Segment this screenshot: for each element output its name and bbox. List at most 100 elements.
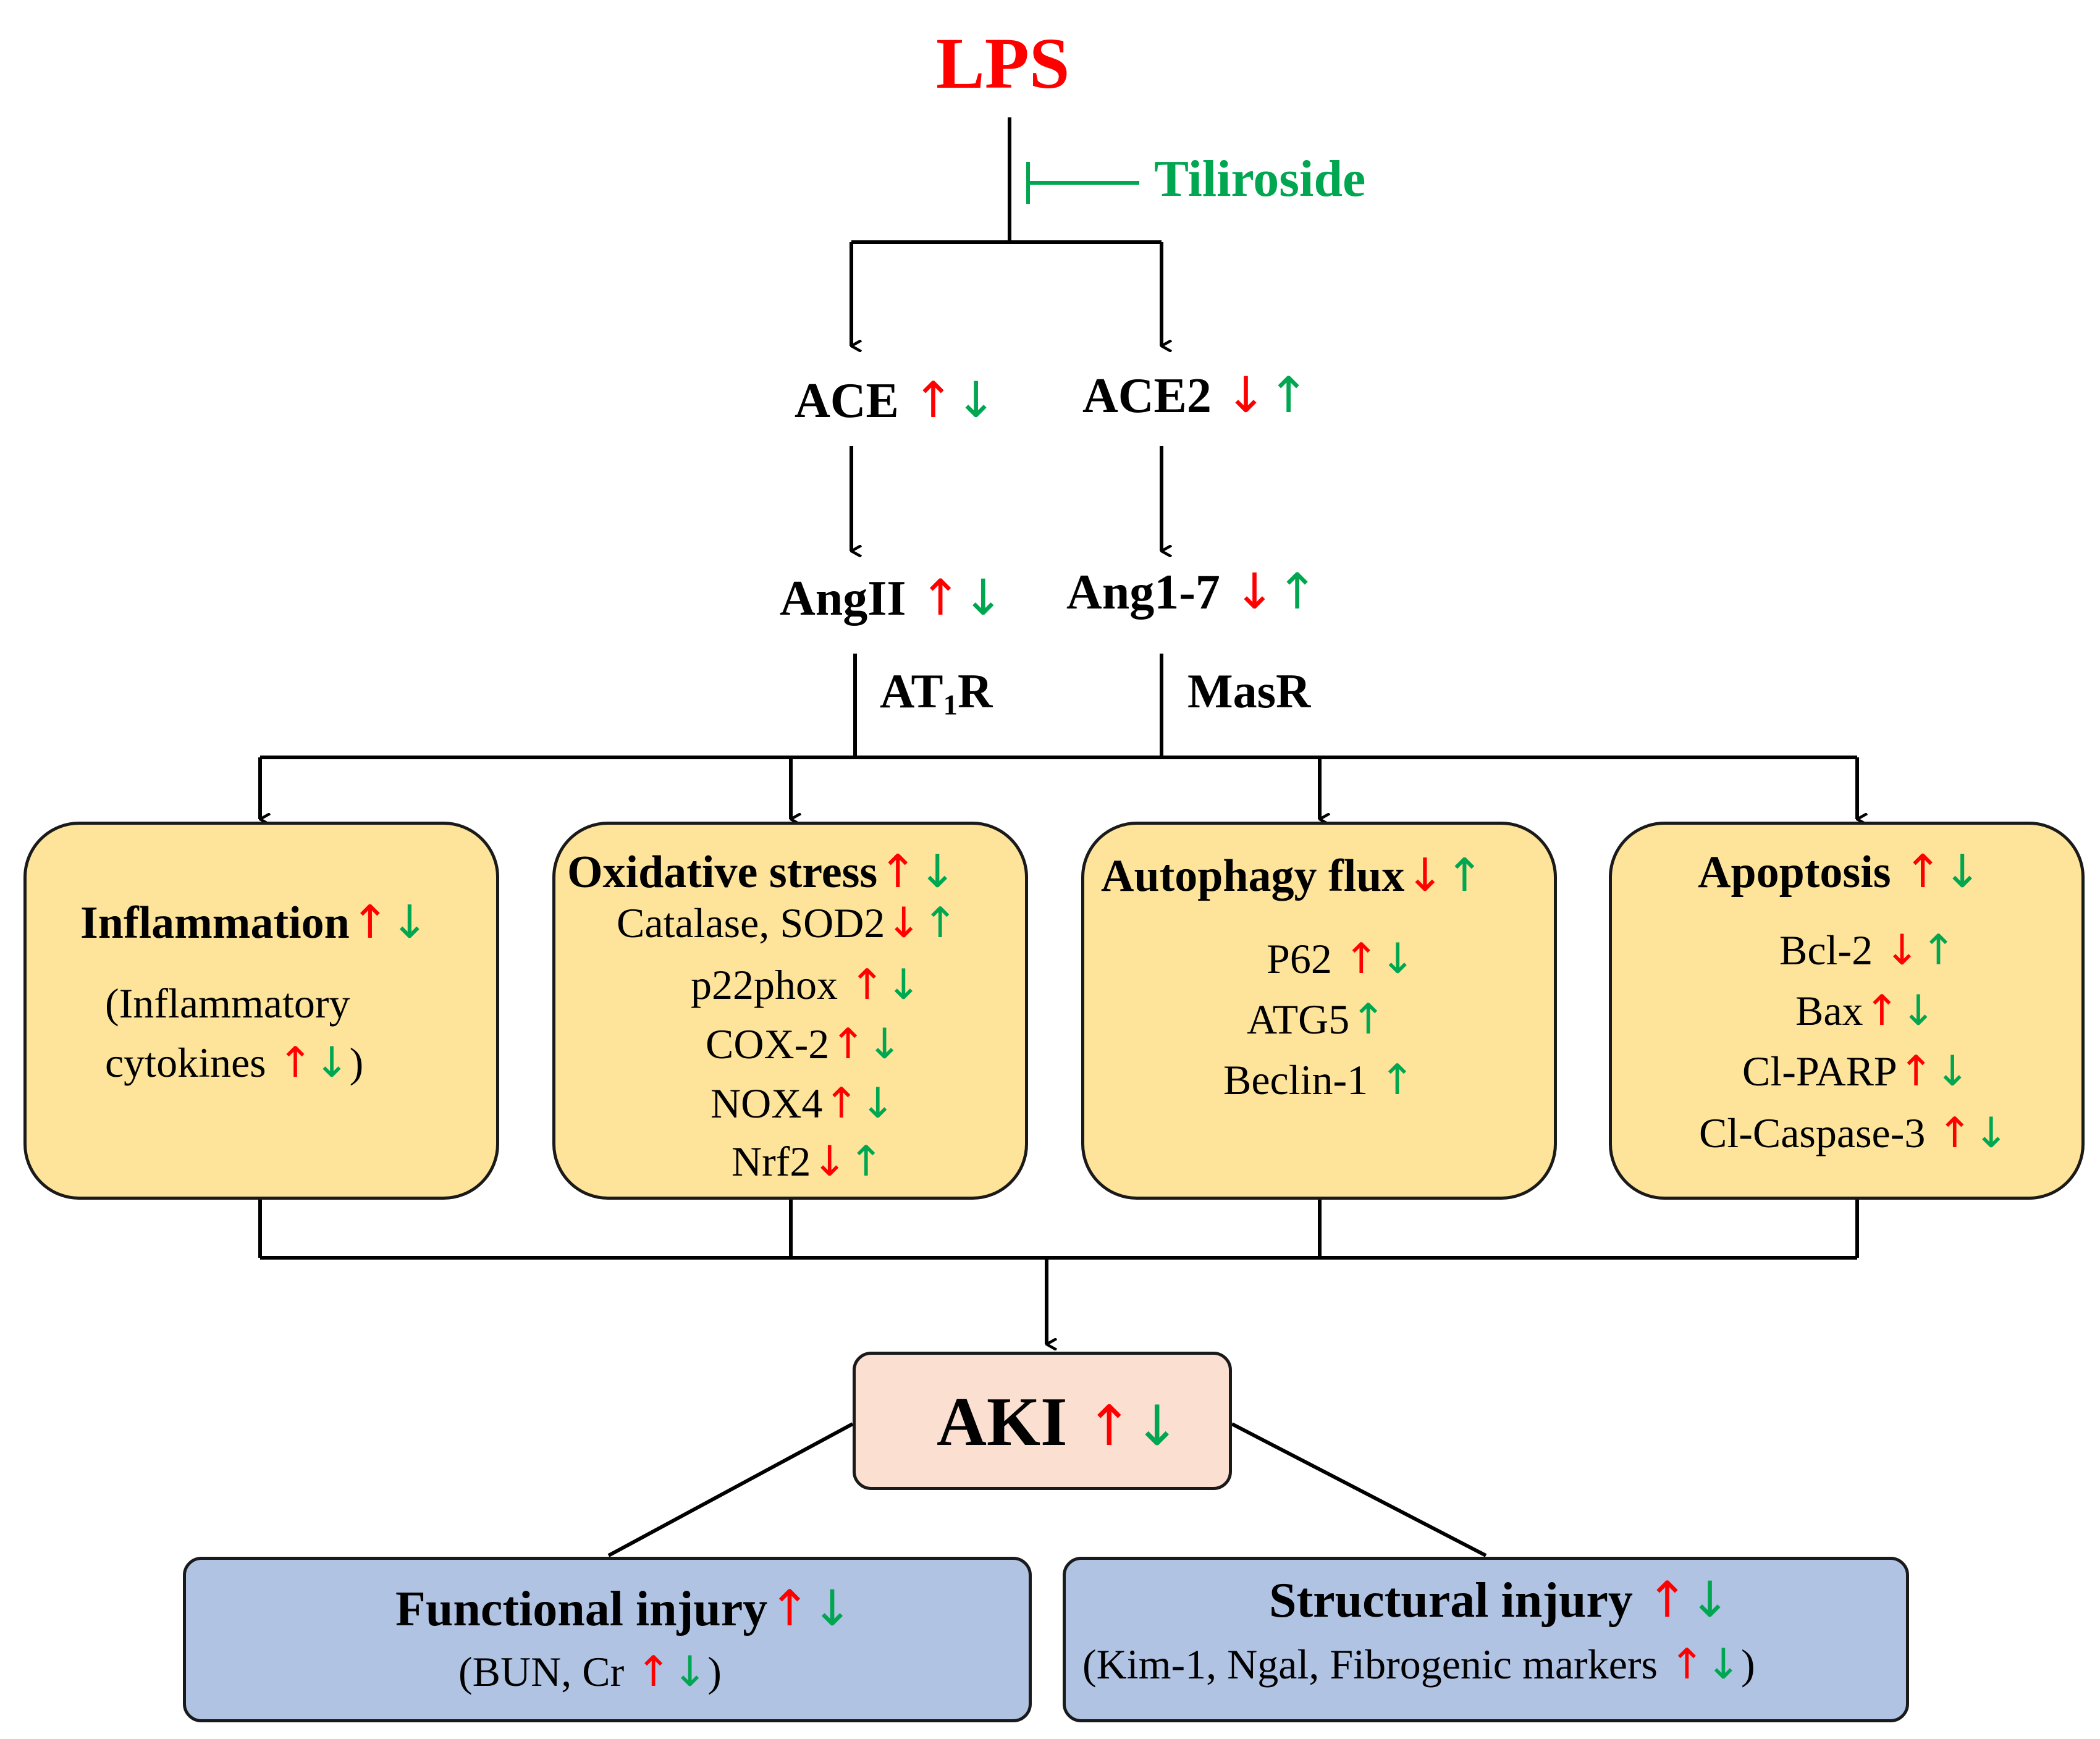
up-arrow-icon: ↑ (1669, 1640, 1705, 1689)
aki-label: AKI (937, 1384, 1068, 1460)
at1r-label: AT1R (880, 667, 992, 720)
aki-to-structural-line (1231, 1422, 1487, 1557)
up-arrow-icon: ↑ (922, 899, 958, 948)
down-arrow-icon: ↓ (672, 1648, 708, 1696)
item-text: Bcl-2 (1779, 927, 1873, 974)
up-arrow-icon: ↑ (1904, 845, 1942, 898)
ace2-label: ACE2 (1082, 369, 1212, 423)
down-arrow-icon: ↓ (1134, 1394, 1181, 1459)
functional-injury-detail: (BUN, Cr ↑↓) (458, 1651, 722, 1693)
apoptosis-box (1609, 822, 2085, 1200)
down-arrow-icon: ↓ (1884, 926, 1920, 975)
ang17-node: Ang1-7 ↓↑ (1066, 563, 1318, 620)
apoptosis-title: Apoptosis ↑↓ (1698, 849, 1981, 895)
close-paren: ) (707, 1648, 722, 1695)
structural-injury-detail: (Kim-1, Ngal, Fibrogenic markers ↑↓) (1082, 1643, 1755, 1686)
angii-node: AngII ↑↓ (780, 569, 1004, 626)
down-arrow-icon: ↓ (1943, 845, 1982, 898)
ang17-label: Ang1-7 (1066, 565, 1220, 620)
ace2-node: ACE2 ↓↑ (1082, 371, 1309, 421)
down-arrow-icon: ↓ (1225, 366, 1267, 424)
up-arrow-icon: ↑ (1276, 563, 1318, 620)
up-arrow-icon: ↑ (912, 371, 954, 429)
oxidative-item-cox2: COX-2↑↓ (706, 1023, 902, 1066)
oxidative-item-nrf2: Nrf2↓↑ (732, 1140, 883, 1183)
inflammation-title-text: Inflammation (80, 898, 350, 948)
item-text: Catalase, SOD2 (617, 899, 885, 946)
inflammation-line2: cytokines ↑↓) (105, 1042, 363, 1084)
item-text: Nrf2 (732, 1138, 811, 1185)
item-text: ATG5 (1247, 996, 1350, 1043)
down-arrow-icon: ↓ (886, 899, 922, 948)
down-arrow-icon: ↓ (1900, 987, 1936, 1035)
down-arrow-icon: ↓ (1973, 1109, 2009, 1158)
up-arrow-icon: ↑ (1864, 987, 1900, 1035)
down-arrow-icon: ↓ (860, 1079, 896, 1128)
up-arrow-icon: ↑ (824, 1079, 859, 1128)
up-arrow-icon: ↑ (1267, 366, 1309, 424)
item-text: Cl-PARP (1742, 1048, 1897, 1095)
structural-injury-box (1063, 1557, 1909, 1722)
inflammation-line1: (Inflammatory (105, 980, 350, 1027)
up-arrow-icon: ↑ (769, 1580, 811, 1637)
down-arrow-icon: ↓ (812, 1137, 848, 1186)
up-arrow-icon: ↑ (1343, 935, 1379, 983)
down-arrow-icon: ↓ (390, 896, 429, 949)
up-arrow-icon: ↑ (1351, 995, 1386, 1044)
autophagy-flux-title: Autophagy flux↓↑ (1101, 853, 1483, 899)
tiliroside-label: Tiliroside (1154, 150, 1366, 208)
autophagy-item-atg5: ATG5↑ (1247, 998, 1386, 1041)
close-paren: ) (1740, 1641, 1755, 1688)
item-text: Cl-Caspase-3 (1699, 1110, 1926, 1156)
autophagy-title-text: Autophagy flux (1101, 851, 1405, 901)
up-arrow-icon: ↑ (830, 1020, 866, 1069)
up-arrow-icon: ↑ (350, 896, 389, 949)
oxidative-stress-title: Oxidative stress↑↓ (567, 849, 956, 895)
functional-title-text: Functional injury (395, 1582, 768, 1636)
up-arrow-icon: ↑ (636, 1648, 672, 1696)
at1r-main-text: AT (880, 664, 943, 718)
item-text: NOX4 (711, 1080, 823, 1127)
ace-label: ACE (795, 374, 899, 428)
angii-label: AngII (780, 571, 906, 626)
aki-node: AKI ↑↓ (937, 1387, 1180, 1457)
up-arrow-icon: ↑ (850, 961, 885, 1009)
aki-to-functional-line (607, 1422, 854, 1557)
item-text: P62 (1267, 935, 1332, 982)
functional-injury-title: Functional injury↑↓ (395, 1580, 853, 1637)
structural-injury-title: Structural injury ↑↓ (1269, 1571, 1731, 1628)
oxidative-stress-box (552, 822, 1028, 1200)
item-text: Beclin-1 (1223, 1056, 1368, 1103)
ace-node: ACE ↑↓ (795, 376, 997, 426)
up-arrow-icon: ↑ (1646, 1571, 1688, 1628)
up-arrow-icon: ↑ (1445, 849, 1484, 902)
apoptosis-title-text: Apoptosis (1698, 847, 1891, 898)
item-text: Bax (1795, 987, 1863, 1034)
oxidative-title-text: Oxidative stress (567, 847, 878, 898)
item-text: COX-2 (706, 1021, 830, 1067)
up-arrow-icon: ↑ (879, 845, 917, 898)
aki-box (853, 1352, 1232, 1490)
down-arrow-icon: ↓ (867, 1020, 903, 1069)
up-arrow-icon: ↑ (1898, 1047, 1934, 1096)
up-arrow-icon: ↑ (848, 1137, 884, 1186)
up-arrow-icon: ↑ (1086, 1394, 1133, 1459)
apoptosis-item-clcaspase3: Cl-Caspase-3 ↑↓ (1699, 1112, 2009, 1155)
functional-detail-text: (BUN, Cr (458, 1648, 625, 1695)
lps-label: LPS (936, 23, 1070, 104)
up-arrow-icon: ↑ (919, 569, 961, 626)
down-arrow-icon: ↓ (1233, 563, 1275, 620)
down-arrow-icon: ↓ (918, 845, 957, 898)
up-arrow-icon: ↑ (1380, 1056, 1415, 1105)
down-arrow-icon: ↓ (1380, 935, 1415, 983)
oxidative-item-p22phox: p22phox ↑↓ (691, 964, 921, 1006)
item-text: p22phox (691, 961, 838, 1008)
at1r-tail-text: R (957, 664, 993, 718)
inflammation-title: Inflammation↑↓ (80, 899, 429, 946)
down-arrow-icon: ↓ (1705, 1640, 1741, 1689)
up-arrow-icon: ↑ (1937, 1109, 1973, 1158)
down-arrow-icon: ↓ (1406, 849, 1444, 902)
apoptosis-item-clparp: Cl-PARP↑↓ (1742, 1050, 1970, 1093)
autophagy-item-p62: P62 ↑↓ (1267, 938, 1415, 980)
